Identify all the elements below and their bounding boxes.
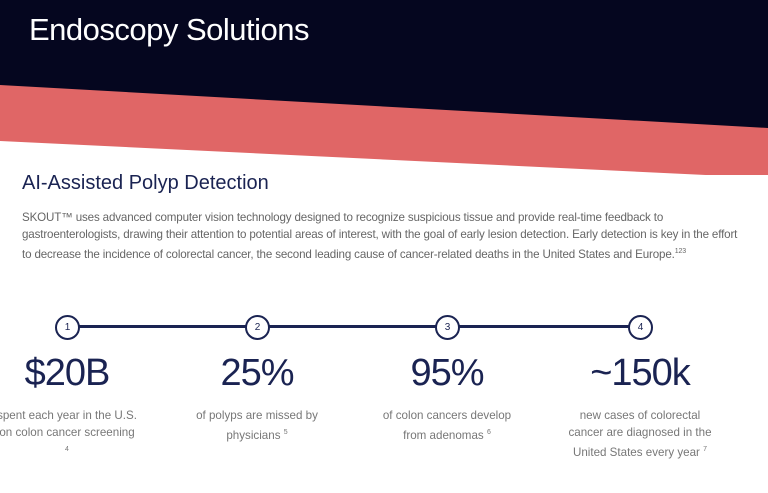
footnote-ref: 123	[674, 248, 686, 255]
stat-caption: new cases of colorectal cancer are diagn…	[565, 407, 715, 461]
stat-value: $20B	[24, 352, 111, 394]
banner-white-cut	[0, 141, 706, 175]
stat-caption-text: spent each year in the U.S. on colon can…	[0, 409, 137, 439]
header-banner	[0, 0, 768, 175]
footnote-ref: 5	[283, 429, 288, 436]
step-circle: 4	[628, 315, 653, 340]
stat-caption: of polyps are missed by physicians 5	[187, 407, 327, 444]
footnote-ref: 6	[486, 429, 491, 436]
stat-caption-text: of polyps are missed by physicians	[196, 409, 318, 442]
step-circle: 3	[435, 315, 460, 340]
section-body-text: SKOUT™ uses advanced computer vision tec…	[22, 211, 738, 261]
section-title: AI-Assisted Polyp Detection	[22, 172, 269, 194]
section-body: SKOUT™ uses advanced computer vision tec…	[22, 209, 742, 263]
stat-caption: spent each year in the U.S. on colon can…	[0, 407, 137, 461]
step-circle: 2	[245, 315, 270, 340]
stat-value: 95%	[410, 352, 484, 394]
stat-caption-text: of colon cancers develop from adenomas	[382, 409, 512, 442]
stat-caption-text: new cases of colorectal cancer are diagn…	[568, 409, 712, 459]
stat-value: ~150k	[590, 352, 691, 394]
footnote-ref: 4	[65, 446, 69, 453]
page-title: Endoscopy Solutions	[29, 12, 310, 47]
footnote-ref: 7	[703, 446, 708, 453]
timeline-line	[67, 325, 640, 328]
stat-value: 25%	[220, 352, 294, 394]
stat-caption: of colon cancers develop from adenomas 6	[377, 407, 517, 444]
step-circle: 1	[55, 315, 80, 340]
banner-navy-area	[0, 0, 768, 128]
